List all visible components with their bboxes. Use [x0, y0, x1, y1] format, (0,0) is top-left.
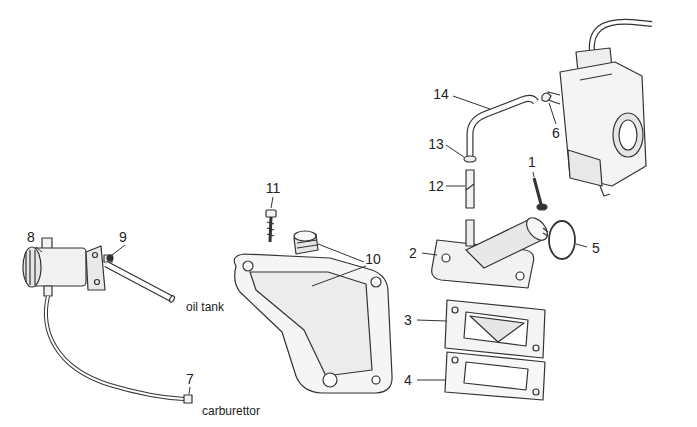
label-holder: oil tank [186, 297, 224, 315]
label-holder: 4 [404, 371, 412, 389]
callout-number: 13 [428, 136, 444, 152]
label-holder: 6 [552, 124, 560, 142]
hose-connector [184, 395, 192, 403]
fitting [466, 170, 474, 208]
oil-delivery-hose [46, 296, 184, 399]
hose [470, 98, 536, 156]
hose-clip [464, 156, 476, 162]
callout-number: 4 [404, 372, 412, 388]
intake-manifold [432, 214, 552, 288]
hose-clamp [549, 221, 575, 259]
cover-plate [234, 254, 392, 393]
callout-number: 6 [552, 125, 560, 141]
callout-number: 12 [428, 178, 444, 194]
part-label: carburettor [202, 404, 260, 418]
leader-lines [36, 96, 587, 394]
callout-number: 7 [186, 371, 194, 387]
label-holder: carburettor [202, 401, 260, 419]
label-holder: 12 [428, 177, 444, 195]
reed-valve [445, 300, 545, 358]
oil-pump [23, 238, 113, 296]
label-holder: 7 [186, 370, 194, 388]
label-holder: 1 [528, 153, 536, 171]
label-holder: 14 [433, 85, 449, 103]
callout-number: 11 [266, 180, 281, 196]
plug [294, 231, 318, 254]
callout-number: 2 [409, 245, 417, 261]
callout-number: 5 [592, 240, 600, 256]
label-holder: 2 [409, 244, 417, 262]
gasket [445, 352, 545, 400]
bolt [534, 178, 547, 210]
label-holder: 8 [27, 228, 35, 246]
label-holder: 13 [428, 135, 444, 153]
clip [542, 93, 551, 101]
label-holder: 5 [592, 239, 600, 257]
callout-number: 3 [404, 312, 412, 328]
callout-number: 8 [27, 229, 35, 245]
label-holder: 11 [266, 179, 281, 197]
oil-hose [106, 264, 172, 299]
part-label: oil tank [186, 300, 224, 314]
callout-number: 1 [528, 154, 536, 170]
label-holder: 9 [119, 228, 127, 246]
callout-number: 9 [119, 229, 127, 245]
label-holder: 10 [365, 250, 381, 268]
label-holder: 3 [404, 311, 412, 329]
screw [266, 210, 276, 242]
carburettor-body [548, 22, 652, 196]
callout-number: 10 [365, 251, 381, 267]
callout-number: 14 [433, 86, 449, 102]
